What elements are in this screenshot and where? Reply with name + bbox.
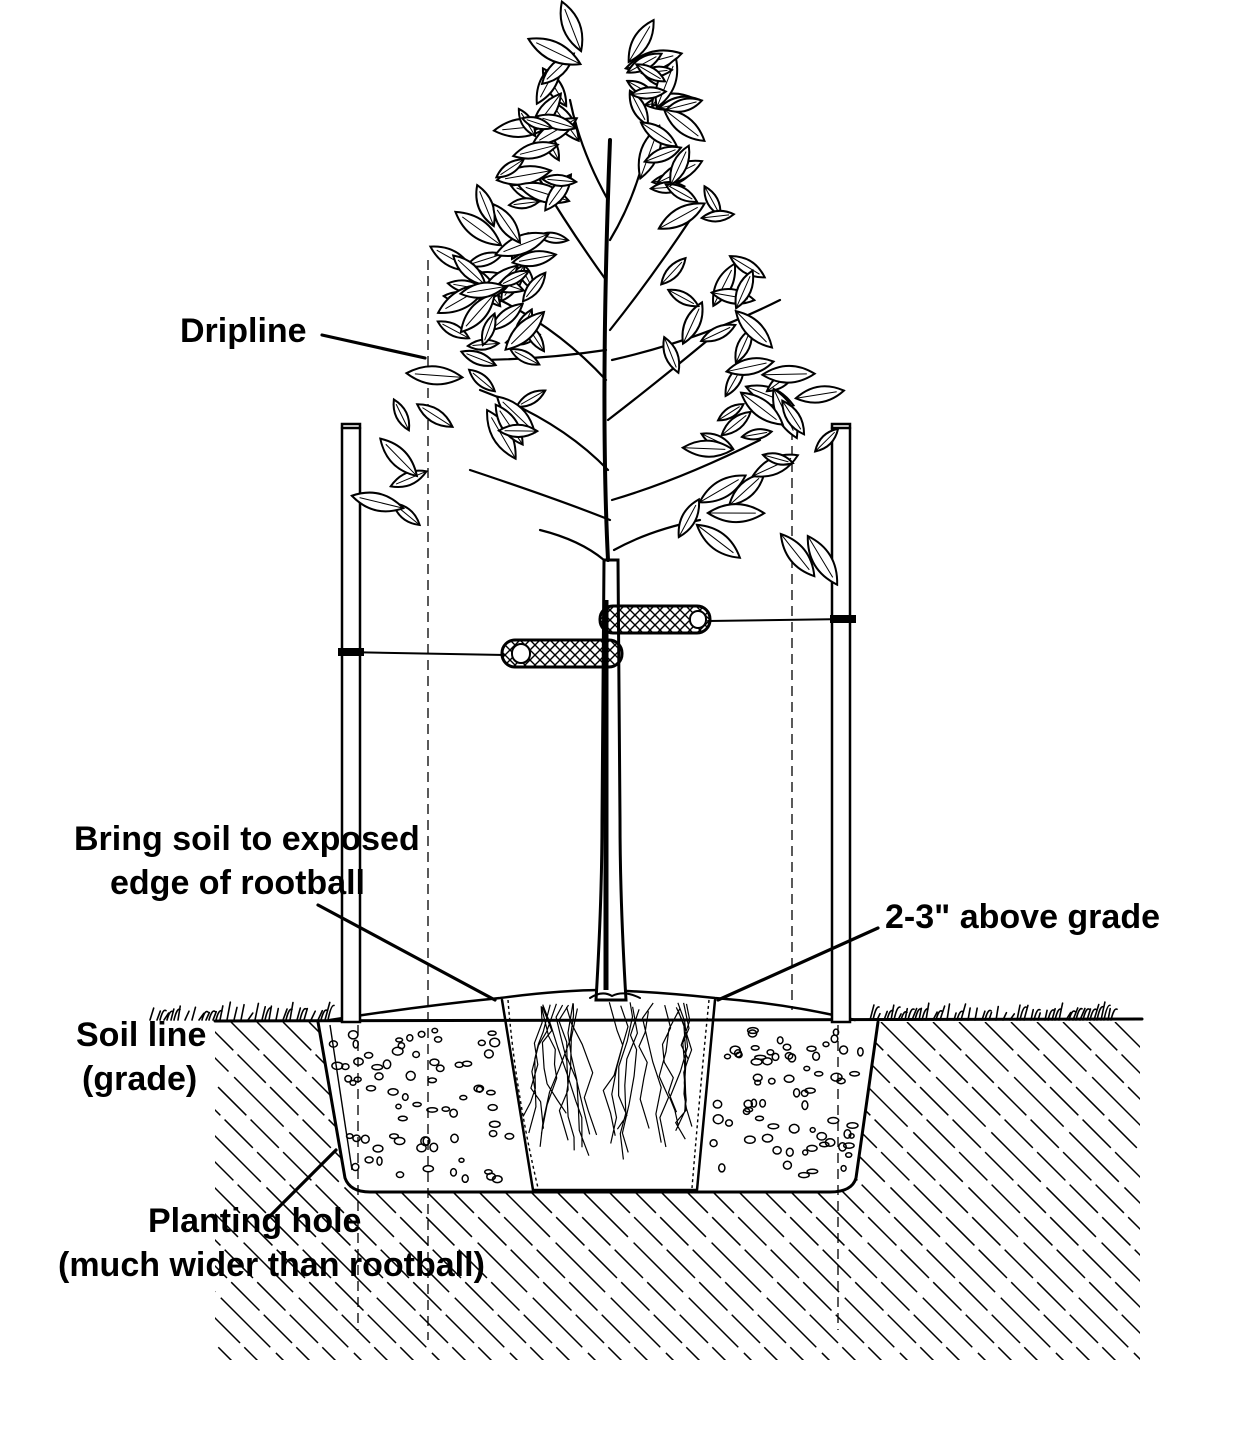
rootball [500, 998, 717, 1192]
tree-strap-lower [500, 638, 624, 669]
guy-wires [338, 615, 856, 656]
planting-hole [316, 1020, 880, 1194]
grass-left [149, 1001, 335, 1021]
label-dripline: Dripline [180, 312, 307, 350]
tree-canopy [350, 0, 846, 587]
label-leaders [264, 333, 880, 1222]
label-planting-hole-2: (much wider than rootball) [58, 1246, 485, 1284]
tree-strap-upper [598, 604, 712, 635]
dripline-guide-lines [357, 260, 839, 1340]
stake-right [830, 422, 852, 1024]
label-soil-line-1: Soil line [76, 1016, 206, 1054]
label-bring-soil-2: edge of rootball [110, 864, 365, 902]
soil-line [213, 1017, 1144, 1023]
label-planting-hole-1: Planting hole [148, 1202, 361, 1240]
label-bring-soil-1: Bring soil to exposed [74, 820, 420, 858]
grass-right [869, 1001, 1118, 1021]
soil-mound [328, 988, 857, 1022]
backfill-soil [328, 1026, 864, 1184]
label-soil-line-2: (grade) [82, 1060, 197, 1098]
label-above-grade: 2-3" above grade [885, 898, 1160, 936]
stake-left [340, 422, 362, 1024]
